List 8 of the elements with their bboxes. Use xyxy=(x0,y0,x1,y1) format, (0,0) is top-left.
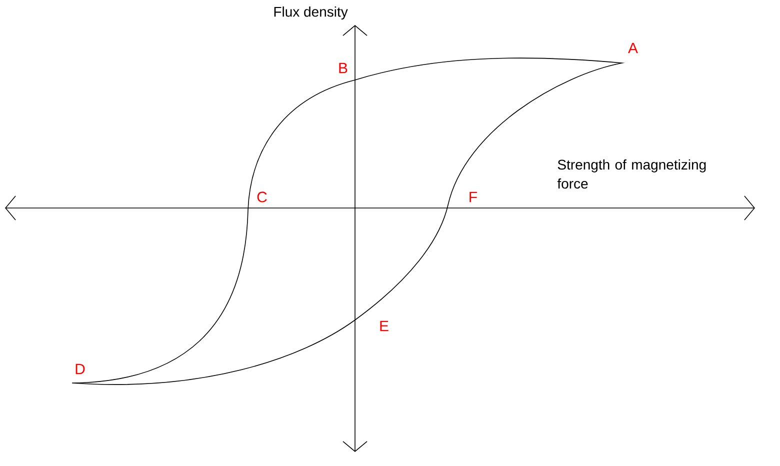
point-label: E xyxy=(380,320,388,332)
point-label: B xyxy=(339,62,348,74)
axis-label: Flux density xyxy=(274,6,348,20)
point-label: A xyxy=(628,42,638,54)
point-label: C xyxy=(257,192,267,202)
axis-label: Strength of magnetizing force xyxy=(557,159,706,189)
point-label: D xyxy=(76,364,85,374)
point-label: F xyxy=(470,192,477,202)
